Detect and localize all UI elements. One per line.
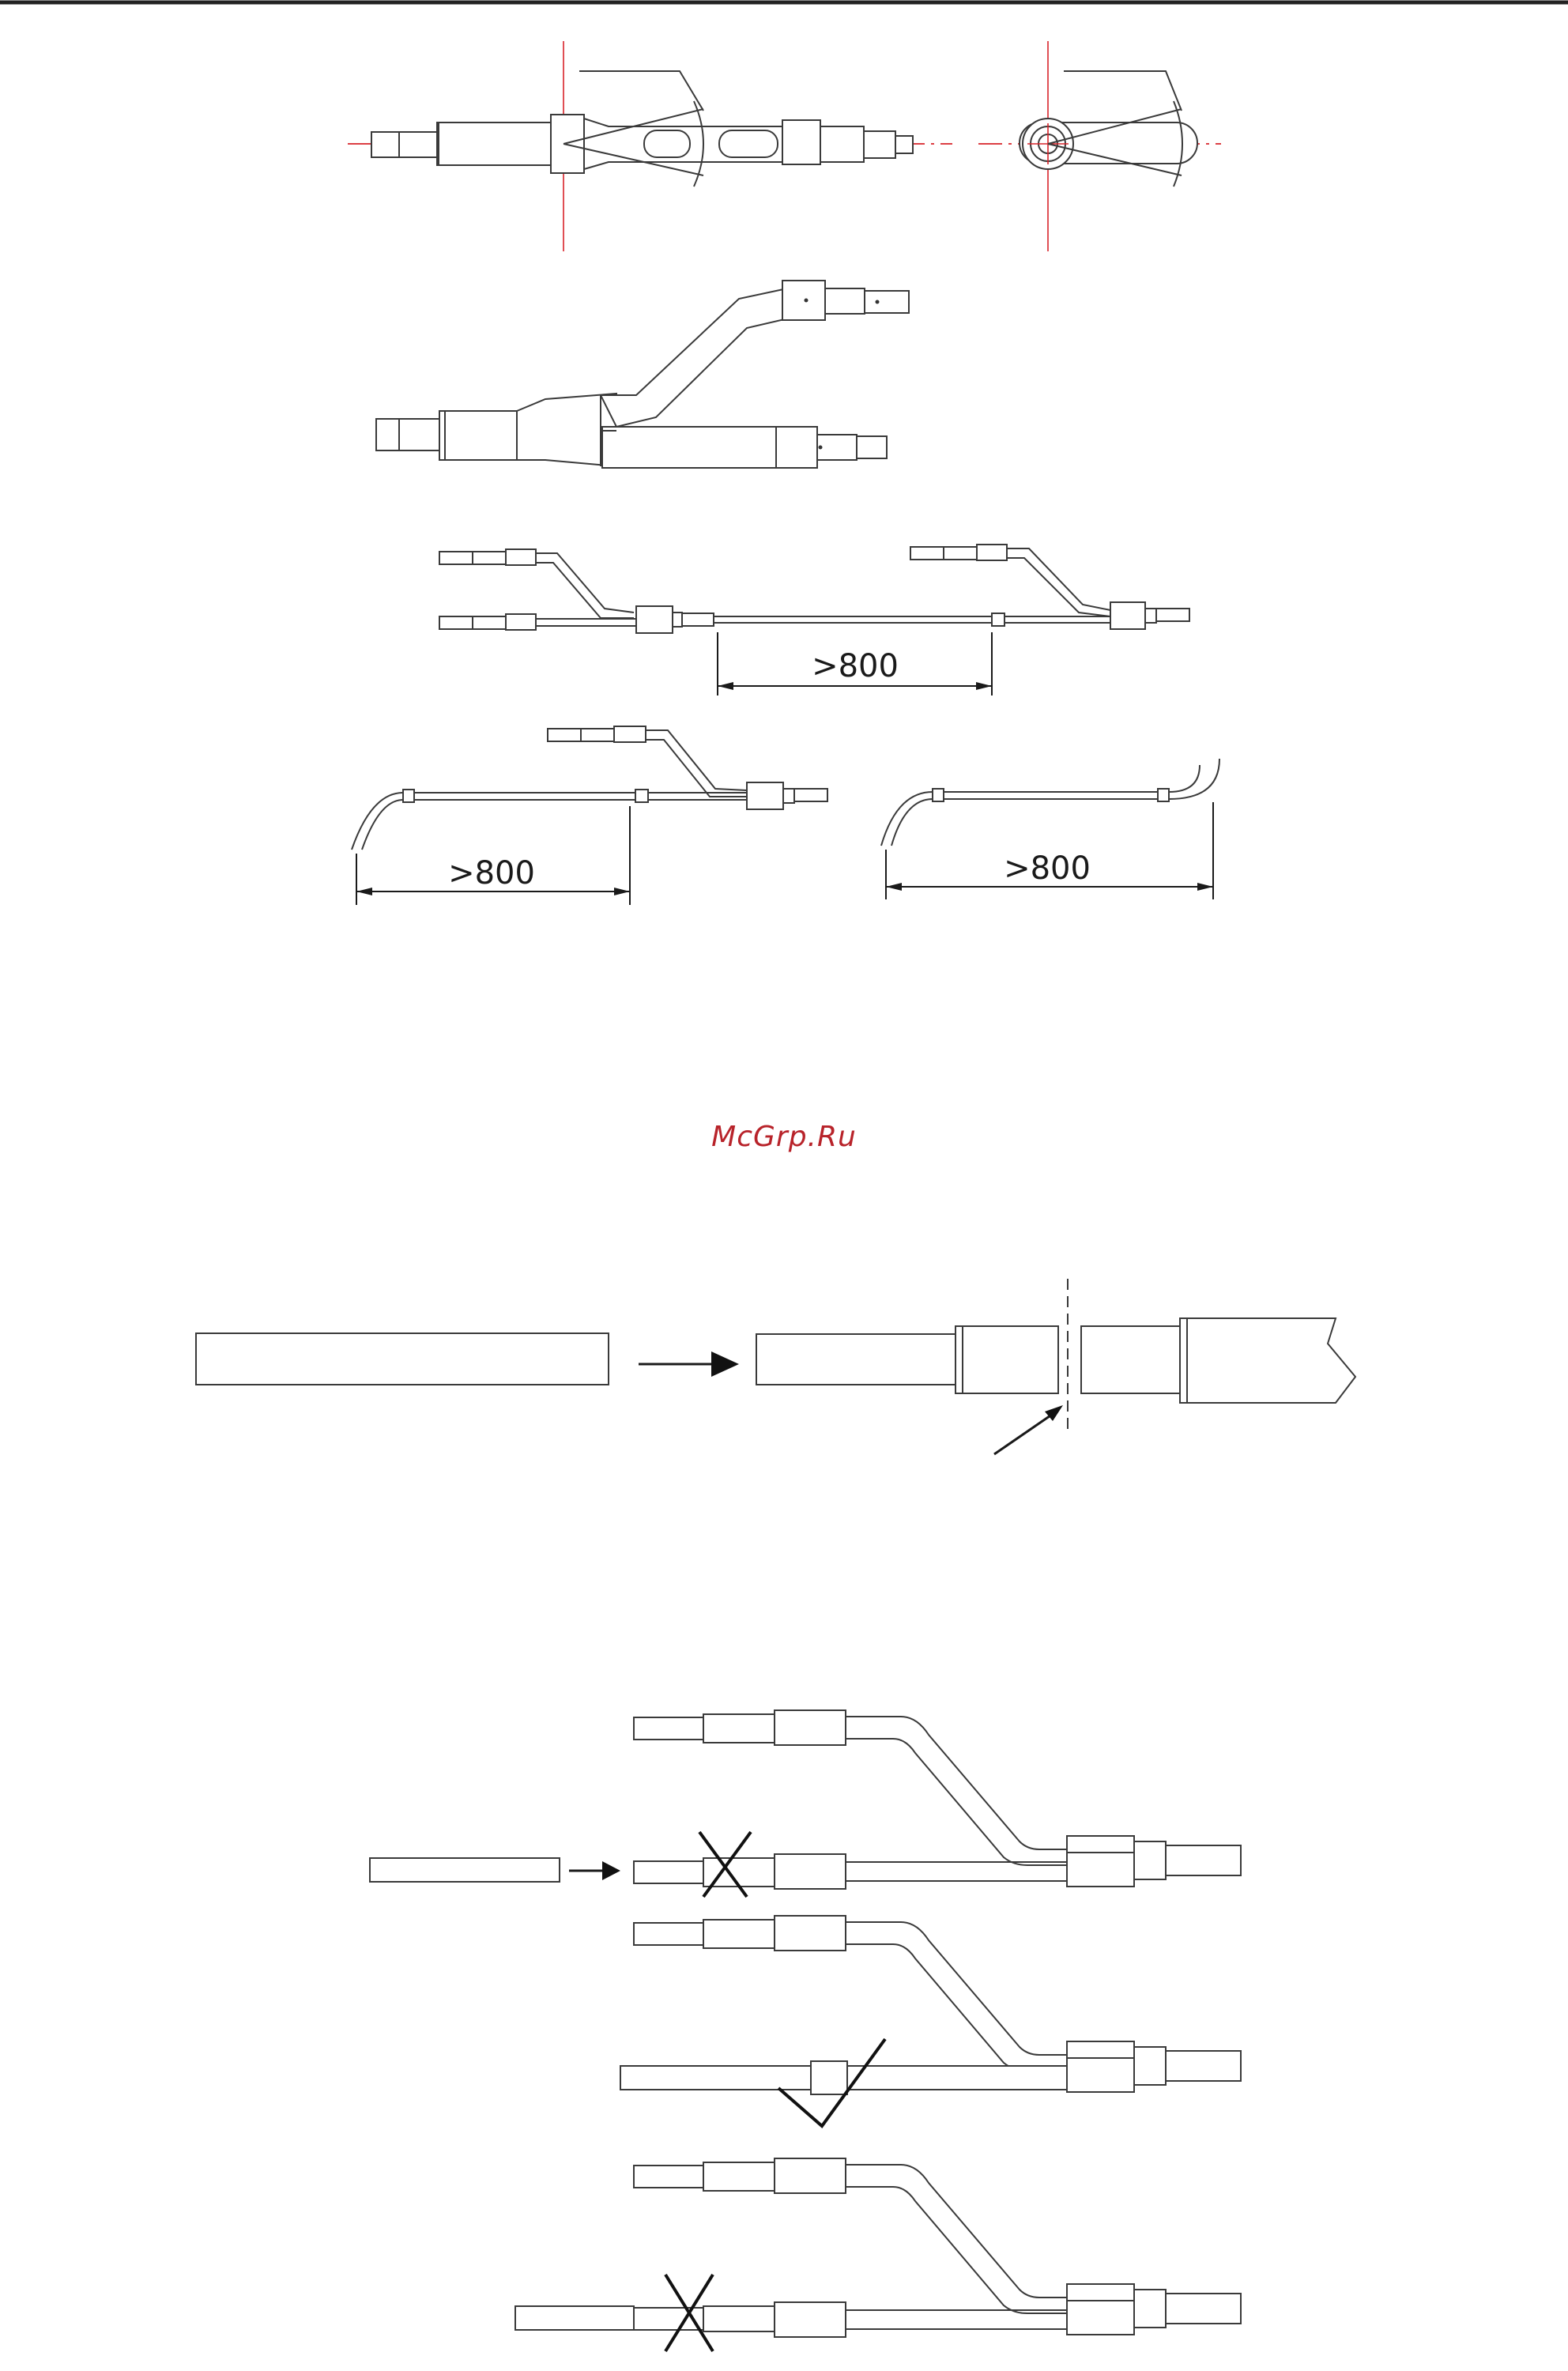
pipe-cutting-figure <box>196 1279 1355 1454</box>
dimension-label-1: >800 <box>812 648 899 684</box>
branch-cut-wrong-1 <box>370 1710 1241 1897</box>
dimension-label-2: >800 <box>448 855 535 891</box>
dimension-label-3: >800 <box>1004 850 1091 887</box>
bend-spacing-figure-right: >800 <box>881 759 1219 899</box>
branch-spacing-figure: >800 <box>439 545 1189 695</box>
watermark: McGrp.Ru <box>0 1121 1568 1153</box>
branch-joint-side-view <box>348 41 952 251</box>
branch-cut-wrong-2 <box>515 2158 1241 2351</box>
branch-joint-end-view <box>978 41 1221 251</box>
branch-cut-correct <box>620 1916 1241 2126</box>
bend-spacing-figure-left: >800 <box>352 726 827 905</box>
y-branch-joint <box>376 281 909 468</box>
